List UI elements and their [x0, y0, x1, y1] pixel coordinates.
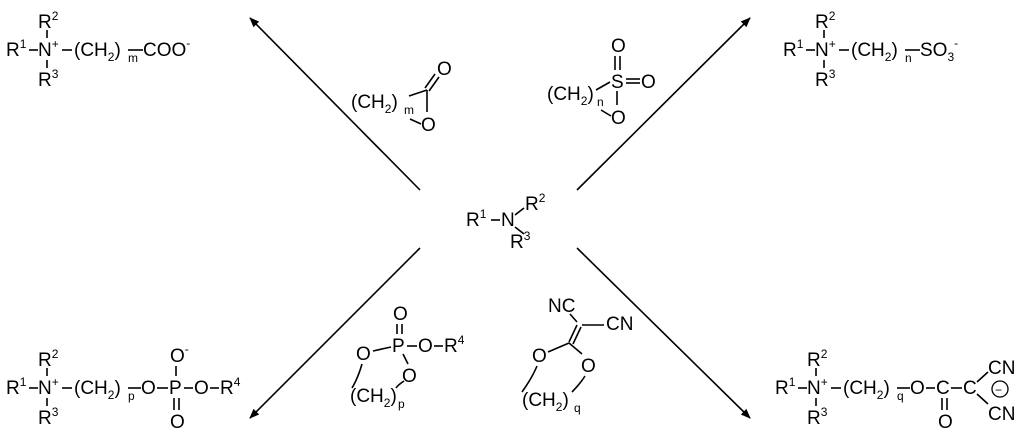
- svg-text:R2: R2: [815, 9, 836, 33]
- svg-text:O: O: [194, 378, 209, 399]
- svg-text:O: O: [141, 378, 156, 399]
- svg-text:R3: R3: [38, 67, 59, 91]
- svg-text:R3: R3: [807, 405, 828, 429]
- svg-text:O: O: [611, 108, 626, 129]
- arrow-bottom-left: [249, 247, 421, 419]
- svg-text:COO-: COO-: [143, 36, 190, 61]
- svg-text:O: O: [910, 378, 925, 399]
- svg-text:n: n: [905, 51, 912, 65]
- svg-text:O: O: [437, 59, 452, 80]
- svg-text:O: O: [581, 356, 596, 377]
- svg-text:C: C: [936, 378, 950, 399]
- svg-text:R2: R2: [38, 347, 59, 371]
- svg-text:P: P: [392, 336, 405, 357]
- svg-text:R3: R3: [815, 67, 836, 91]
- arrow-top-right: [576, 17, 751, 191]
- svg-text:N+: N+: [38, 37, 59, 61]
- svg-text:R2: R2: [38, 9, 59, 33]
- svg-text:O: O: [393, 304, 408, 325]
- svg-text:CN: CN: [988, 404, 1015, 425]
- svg-text:(CH2): (CH2): [522, 390, 569, 414]
- svg-text:p: p: [128, 389, 135, 403]
- svg-text:O: O: [418, 336, 433, 357]
- phosphobetaine-product: R2 R1 N+ R3 (CH2) p O P O- O O R4: [6, 342, 241, 433]
- svg-text:R1: R1: [775, 375, 796, 399]
- svg-text:C: C: [963, 378, 977, 399]
- svg-text:m: m: [404, 103, 414, 117]
- arrow-bottom-right: [576, 247, 751, 419]
- svg-text:SO3-: SO3-: [920, 36, 958, 64]
- svg-text:P: P: [169, 378, 182, 399]
- dicyano-reagent: NC CN O O (CH2) q: [521, 296, 633, 415]
- svg-text:R3: R3: [38, 405, 59, 429]
- svg-text:n: n: [597, 95, 604, 109]
- svg-text:m: m: [128, 51, 138, 65]
- svg-text:(CH2): (CH2): [350, 386, 397, 410]
- svg-text:−: −: [995, 383, 1002, 397]
- svg-text:q: q: [574, 401, 581, 415]
- svg-text:R4: R4: [444, 333, 465, 357]
- svg-text:N+: N+: [815, 37, 836, 61]
- svg-text:(CH2): (CH2): [74, 378, 121, 402]
- lactone-reagent: O O (CH2) m: [351, 59, 452, 136]
- svg-text:(CH2): (CH2): [74, 40, 121, 64]
- cyclic-phosphate-reagent: O P O R4 O O (CH2) p: [350, 304, 465, 411]
- svg-text:R4: R4: [220, 375, 241, 399]
- svg-text:CN: CN: [988, 358, 1015, 379]
- svg-text:R1: R1: [6, 375, 27, 399]
- svg-text:(CH2): (CH2): [547, 84, 594, 108]
- arrow-top-left: [249, 17, 421, 191]
- svg-text:R1: R1: [783, 37, 804, 61]
- svg-text:O: O: [641, 72, 656, 93]
- sultone-reagent: O S O O (CH2) n: [547, 36, 656, 129]
- svg-text:O: O: [402, 366, 417, 387]
- svg-text:(CH2): (CH2): [843, 378, 890, 402]
- svg-text:R1: R1: [6, 37, 27, 61]
- svg-text:NC: NC: [548, 296, 575, 317]
- svg-text:O: O: [938, 412, 953, 433]
- svg-text:S: S: [611, 72, 624, 93]
- svg-text:O-: O-: [170, 342, 189, 367]
- svg-text:(CH2): (CH2): [351, 92, 398, 116]
- svg-text:R2: R2: [525, 191, 546, 215]
- svg-text:O: O: [532, 346, 547, 367]
- tertiary-amine: R1 N R2 R3: [466, 191, 546, 253]
- negative-charge-icon: [991, 380, 1009, 398]
- carboxybetaine-product: R2 R1 N+ R3 (CH2) m COO-: [6, 9, 190, 91]
- svg-text:R3: R3: [510, 229, 531, 253]
- svg-text:N+: N+: [807, 375, 828, 399]
- svg-text:O: O: [356, 344, 371, 365]
- svg-text:CN: CN: [606, 314, 633, 335]
- svg-text:R1: R1: [466, 207, 487, 231]
- svg-text:O: O: [170, 412, 185, 433]
- sulfobetaine-product: R2 R1 N+ R3 (CH2) n SO3-: [783, 9, 958, 91]
- svg-text:p: p: [398, 397, 405, 411]
- svg-text:N: N: [501, 210, 515, 231]
- svg-text:R2: R2: [807, 347, 828, 371]
- svg-text:N+: N+: [38, 375, 59, 399]
- svg-text:O: O: [611, 36, 626, 57]
- dicyano-betaine-product: R2 R1 N+ R3 (CH2) q O C O C CN CN −: [775, 347, 1015, 433]
- svg-text:q: q: [897, 389, 904, 403]
- svg-text:(CH2): (CH2): [851, 40, 898, 64]
- svg-text:O: O: [421, 115, 436, 136]
